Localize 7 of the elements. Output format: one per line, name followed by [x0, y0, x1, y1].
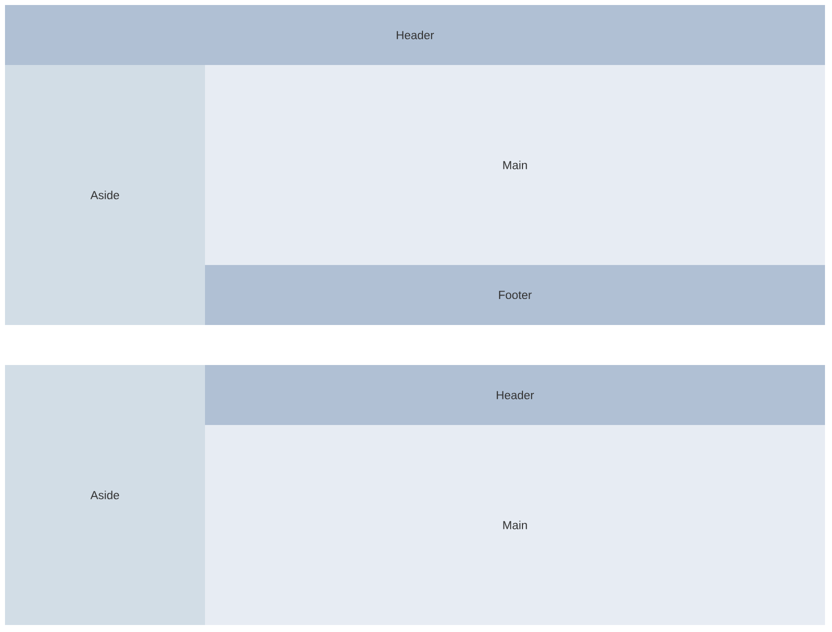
aside-panel: Aside [5, 364, 205, 625]
header-band: Header [5, 5, 825, 65]
main-panel: Main [205, 424, 825, 625]
main-panel: Main [205, 64, 825, 265]
aside-panel: Aside [5, 64, 205, 325]
footer-band: Footer [205, 264, 825, 325]
header-band: Header [205, 364, 825, 425]
